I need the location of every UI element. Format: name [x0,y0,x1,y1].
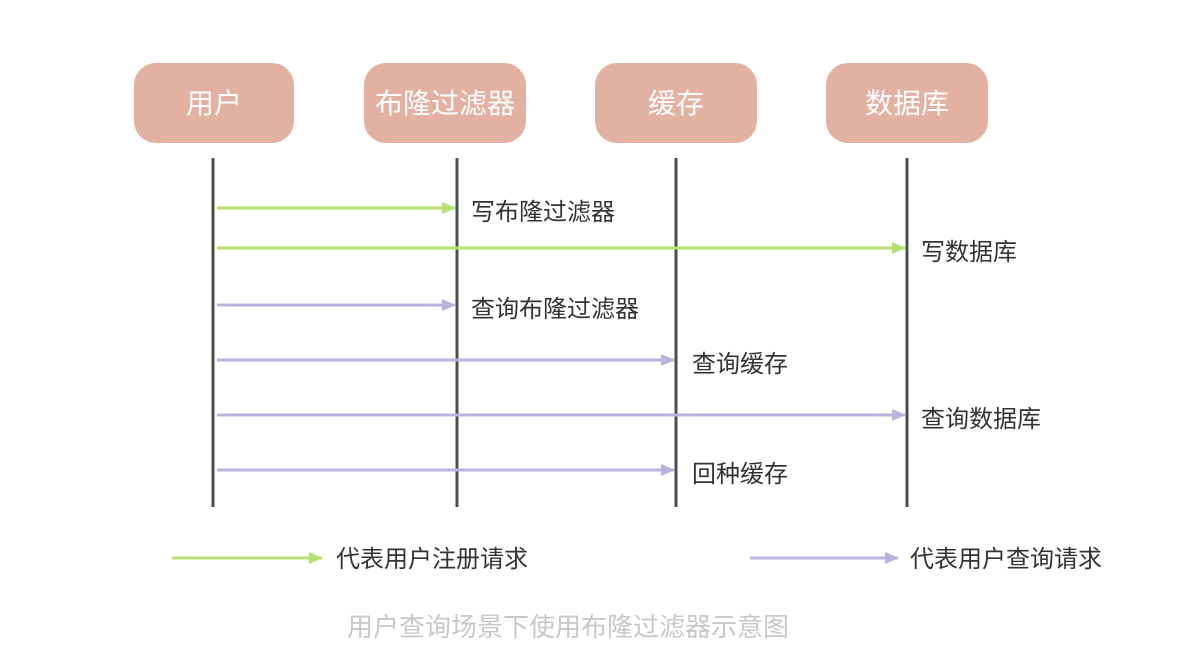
legend-label-query: 代表用户查询请求 [910,545,1102,573]
message-2: 写数据库 [217,238,1017,266]
actor-cache: 缓存 [595,63,757,143]
actors: 用户 布隆过滤器 缓存 数据库 [134,63,988,143]
actor-user: 用户 [134,63,294,143]
message-label: 写数据库 [921,238,1017,266]
message-3: 查询布隆过滤器 [217,295,639,323]
legend-item-register: 代表用户注册请求 [172,545,528,573]
lifelines [211,158,909,507]
message-5: 查询数据库 [217,405,1041,433]
actor-bloom: 布隆过滤器 [364,63,526,143]
message-label: 查询缓存 [692,350,788,378]
message-1: 写布隆过滤器 [217,198,615,226]
message-label: 查询布隆过滤器 [471,295,639,323]
message-label: 回种缓存 [692,460,788,488]
message-label: 写布隆过滤器 [471,198,615,226]
actor-box-user [134,63,294,143]
actor-label-cache: 缓存 [648,87,704,120]
legend: 代表用户注册请求 代表用户查询请求 [172,545,1102,573]
actor-label-bloom: 布隆过滤器 [375,87,515,120]
actor-db: 数据库 [826,63,988,143]
legend-label-register: 代表用户注册请求 [336,545,528,573]
actor-label-db: 数据库 [865,87,949,120]
actor-box-cache [595,63,757,143]
message-6: 回种缓存 [217,460,788,488]
diagram-caption: 用户查询场景下使用布隆过滤器示意图 [347,613,789,643]
actor-label-user: 用户 [186,87,242,120]
actor-box-db [826,63,988,143]
legend-item-query: 代表用户查询请求 [750,545,1102,573]
message-label: 查询数据库 [921,405,1041,433]
message-4: 查询缓存 [217,350,788,378]
actor-box-bloom [364,63,526,143]
